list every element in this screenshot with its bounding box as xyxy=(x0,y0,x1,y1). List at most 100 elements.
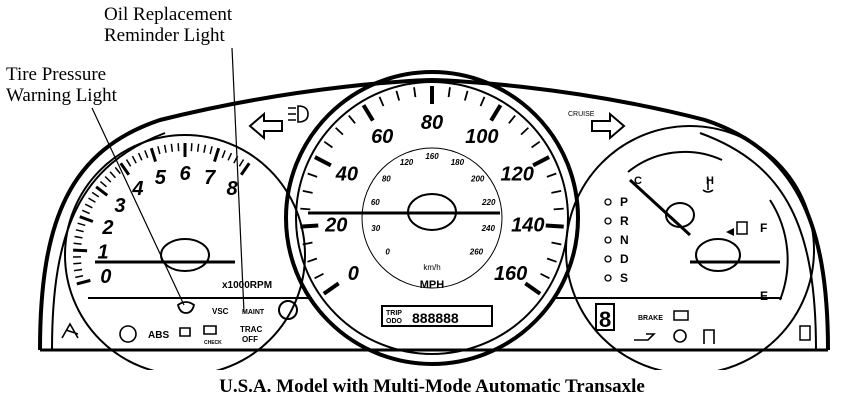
tire-pressure-callout-line2: Warning Light xyxy=(6,85,117,106)
tachometer-number: 5 xyxy=(155,167,167,189)
odometer-value: 888888 xyxy=(412,310,459,326)
abs-label: ABS xyxy=(148,330,169,341)
tachometer-tick xyxy=(75,229,84,233)
tachometer-tick xyxy=(170,143,174,152)
tachometer-tick xyxy=(84,203,93,209)
vsc-label: VSC xyxy=(212,307,229,316)
oil-pressure-icon xyxy=(634,333,656,341)
tachometer-ticks xyxy=(73,143,251,286)
tachometer-unit-label: x1000RPM xyxy=(222,280,272,291)
tachometer-number: 6 xyxy=(179,163,191,185)
gear-position-label: D xyxy=(620,252,629,266)
tachometer-hub xyxy=(160,238,210,272)
tachometer-tick xyxy=(125,159,132,167)
gear-position-label: N xyxy=(620,233,629,247)
tachometer-tick xyxy=(163,144,167,153)
maint-label: MAINT xyxy=(242,309,265,316)
speedometer-tick xyxy=(307,172,318,178)
tachometer-tick xyxy=(144,150,149,159)
speedometer-tick xyxy=(545,223,564,229)
oil-reminder-callout-line2: Reminder Light xyxy=(104,25,225,46)
warning-lights: ABS VSC MAINT CHECK TRAC OFF BRAKE xyxy=(61,300,811,346)
kmh-unit-label: km/h xyxy=(423,263,440,272)
high-beam-icon xyxy=(288,105,309,123)
tachometer-tick xyxy=(109,171,116,179)
speedometer-mph-number: 100 xyxy=(465,126,498,148)
speedometer-mph-number: 0 xyxy=(348,263,359,285)
speedometer-tick xyxy=(546,257,557,263)
speedometer-kmh-number: 180 xyxy=(451,158,465,167)
seatbelt-icon xyxy=(61,322,79,339)
speedometer-mph-number: 140 xyxy=(511,214,544,236)
tire-pressure-warning-icon xyxy=(176,301,196,314)
coolant-icon xyxy=(702,178,714,193)
fuel-pump-icon xyxy=(736,221,748,235)
tachometer-tick xyxy=(239,162,251,176)
tachometer-tick xyxy=(119,162,131,176)
battery-icon xyxy=(673,310,689,321)
tachometer-tick xyxy=(99,180,108,188)
speedometer-kmh-number: 200 xyxy=(470,174,485,183)
check-label: CHECK xyxy=(204,340,222,346)
speedometer-tick xyxy=(551,189,562,194)
speedometer-kmh-number: 240 xyxy=(481,224,496,233)
speedometer-tick xyxy=(546,172,557,178)
tachometer-number: 4 xyxy=(131,178,143,200)
gear-digit: 8 xyxy=(599,307,611,332)
speedometer-tick xyxy=(300,207,311,211)
gear-indicator-dot xyxy=(604,198,612,206)
speedometer-tick xyxy=(378,96,385,107)
speedometer-tick xyxy=(532,155,551,168)
tire-pressure-callout: Tire Pressure Warning Light xyxy=(6,64,117,106)
odometer-display xyxy=(381,305,493,327)
odometer-odo-label: ODO xyxy=(386,318,403,325)
cruise-label: CRUISE xyxy=(568,111,595,118)
speedometer-mph-number: 60 xyxy=(371,126,393,148)
tachometer-number: 7 xyxy=(204,167,216,189)
tachometer-number: 2 xyxy=(101,217,113,239)
speedometer-tick xyxy=(395,90,401,101)
tachometer-tick xyxy=(221,150,226,159)
tachometer-tick xyxy=(88,197,96,203)
speedometer-kmh-number: 160 xyxy=(425,152,439,161)
speedometer-tick xyxy=(323,140,333,149)
speedometer-tick xyxy=(300,223,319,229)
speedometer-tick xyxy=(348,114,356,124)
fuel-arc xyxy=(769,199,789,301)
speedometer-tick xyxy=(531,140,541,149)
speedometer-kmh-number: 120 xyxy=(400,158,414,167)
speedometer-kmh-number: 260 xyxy=(469,247,484,256)
oil-reminder-callout: Oil Replacement Reminder Light xyxy=(104,4,232,46)
gear-position-label: S xyxy=(620,271,628,285)
temp-cold-label: C xyxy=(634,175,642,187)
cluster-inner-housing-right xyxy=(699,132,817,351)
tachometer-tick xyxy=(157,146,161,155)
kmh-scale-ring xyxy=(361,147,503,289)
tachometer-tick xyxy=(196,143,200,152)
temp-arc xyxy=(627,150,723,173)
speedometer-mph-number: 160 xyxy=(494,263,527,285)
speedometer-tick xyxy=(524,281,542,296)
oil-reminder-leader-line xyxy=(231,47,245,313)
speedometer-tick xyxy=(520,127,529,136)
cluster-housing xyxy=(38,77,830,351)
speedometer-tick xyxy=(489,104,503,122)
gear-position-label: R xyxy=(620,214,629,228)
tachometer-tick xyxy=(203,144,207,153)
speedometer-tick xyxy=(447,87,451,98)
speedometer-mph-number: 20 xyxy=(324,214,347,236)
tachometer-tick xyxy=(73,268,83,272)
tire-pressure-callout-line1: Tire Pressure xyxy=(6,64,107,85)
speedometer-inner-rim xyxy=(295,81,569,355)
speedometer-kmh-number: 220 xyxy=(481,198,496,207)
speedometer-tick xyxy=(553,207,564,211)
brake-warning-icon xyxy=(119,325,137,343)
fuel-door-arrow-icon xyxy=(726,228,734,236)
trac-off-label: OFF xyxy=(242,335,258,344)
tachometer-tick xyxy=(81,209,90,215)
tachometer-tick xyxy=(131,155,137,164)
speedometer-mph-number: 120 xyxy=(500,164,533,186)
temp-hub xyxy=(665,202,695,228)
